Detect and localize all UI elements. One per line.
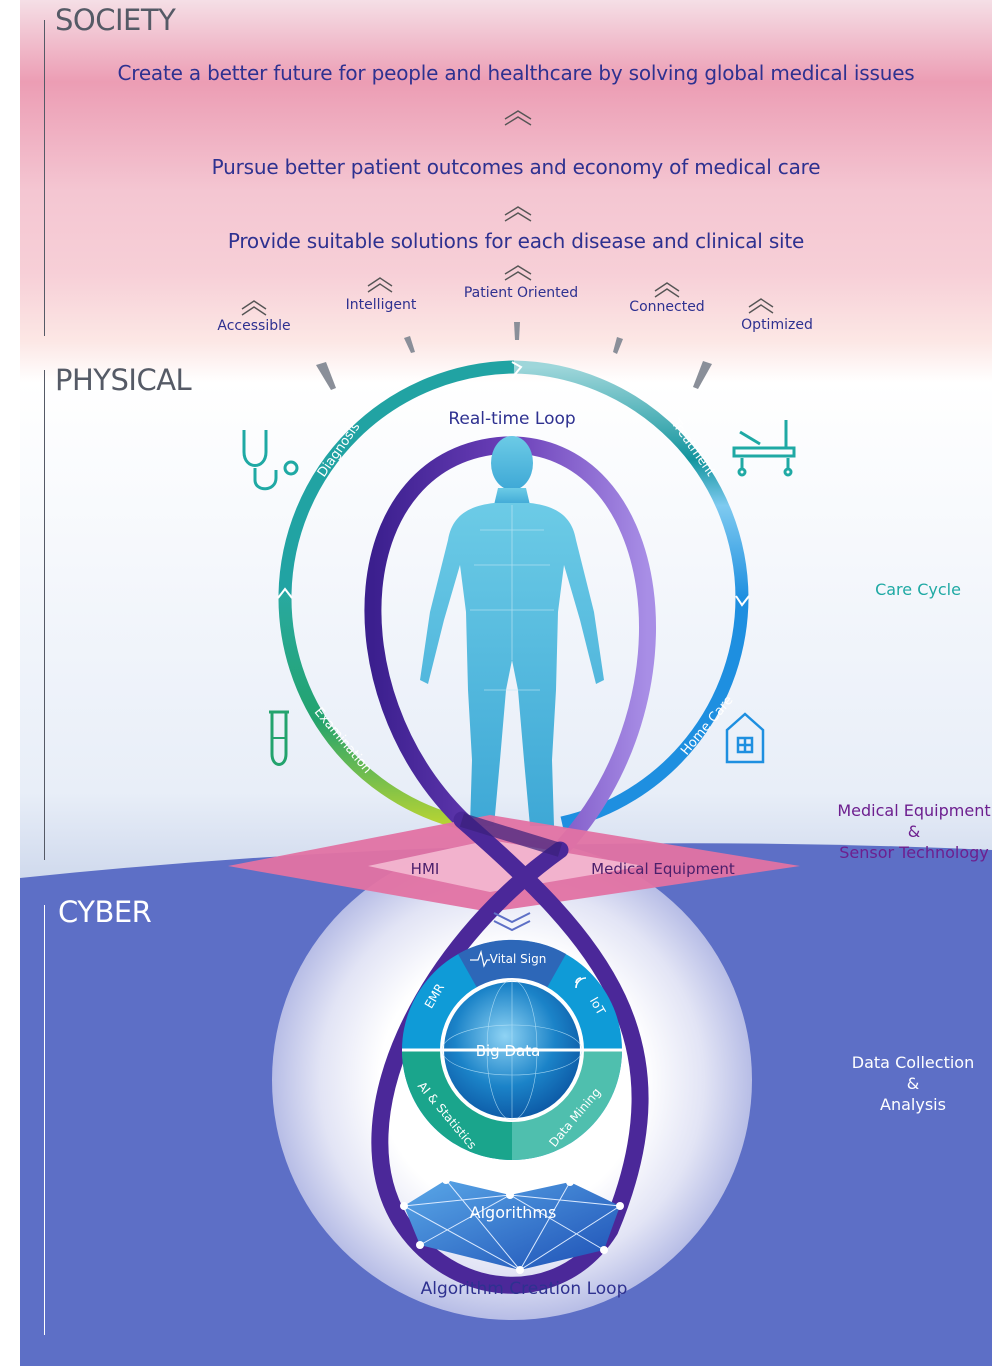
care-cycle-ring xyxy=(277,360,750,830)
algorithms-label: Algorithms xyxy=(470,1203,557,1222)
society-goal-outcomes: Pursue better patient outcomes and econo… xyxy=(211,155,821,179)
cyber-divider xyxy=(44,905,45,1335)
flow-chevrons xyxy=(493,912,531,1182)
value-connected: Connected xyxy=(629,299,705,315)
society-goal-solutions: Provide suitable solutions for each dise… xyxy=(227,229,805,253)
real-time-loop-label: Real-time Loop xyxy=(448,409,575,429)
society-layer-label: SOCIETY xyxy=(55,3,176,37)
loop-crossing-band xyxy=(459,813,563,857)
algorithms-network xyxy=(400,1176,624,1274)
value-pointers xyxy=(316,322,712,390)
value-patient-oriented: Patient Oriented xyxy=(463,285,579,301)
home-icon xyxy=(725,712,765,764)
care-cycle-side-label: Care Cycle xyxy=(875,580,961,599)
society-divider xyxy=(44,20,45,336)
data-wheel xyxy=(402,939,622,1160)
data-side-label-line3: Analysis xyxy=(880,1095,946,1114)
physical-layer-label: PHYSICAL xyxy=(55,363,192,397)
value-optimized: Optimized xyxy=(741,317,813,333)
data-side-label-line1: Data Collection xyxy=(851,1053,975,1072)
algorithm-creation-loop-label: Algorithm Creation Loop xyxy=(421,1279,628,1299)
hmi-label: HMI xyxy=(411,860,440,878)
cyber-layer-label: CYBER xyxy=(58,895,152,929)
physical-divider xyxy=(44,370,45,860)
equipment-side-label: Medical Equipment & Sensor Technology xyxy=(836,800,992,863)
data-side-label-line2: & xyxy=(906,1074,920,1093)
human-body-wireframe xyxy=(470,505,554,691)
vital-sign-label: Vital Sign xyxy=(490,952,547,966)
hospital-bed-icon xyxy=(732,420,796,477)
data-analysis-side-label: Data Collection & Analysis xyxy=(840,1052,986,1115)
test-tube-icon xyxy=(269,710,289,766)
heartbeat-icon xyxy=(470,949,490,968)
human-body-figure xyxy=(420,436,604,826)
value-accessible: Accessible xyxy=(217,318,291,334)
society-chevrons xyxy=(241,110,774,316)
medical-equipment-label: Medical Equipment xyxy=(591,860,735,878)
equipment-side-label-line2: & xyxy=(907,822,921,841)
wifi-icon xyxy=(575,977,587,989)
value-intelligent: Intelligent xyxy=(345,297,417,313)
equipment-side-label-line3: Sensor Technology xyxy=(839,843,989,862)
society-goal-global: Create a better future for people and he… xyxy=(117,61,915,85)
left-margin xyxy=(0,0,20,1366)
stethoscope-icon xyxy=(242,430,299,491)
big-data-label: Big Data xyxy=(476,1042,541,1060)
equipment-side-label-line1: Medical Equipment xyxy=(837,801,991,820)
